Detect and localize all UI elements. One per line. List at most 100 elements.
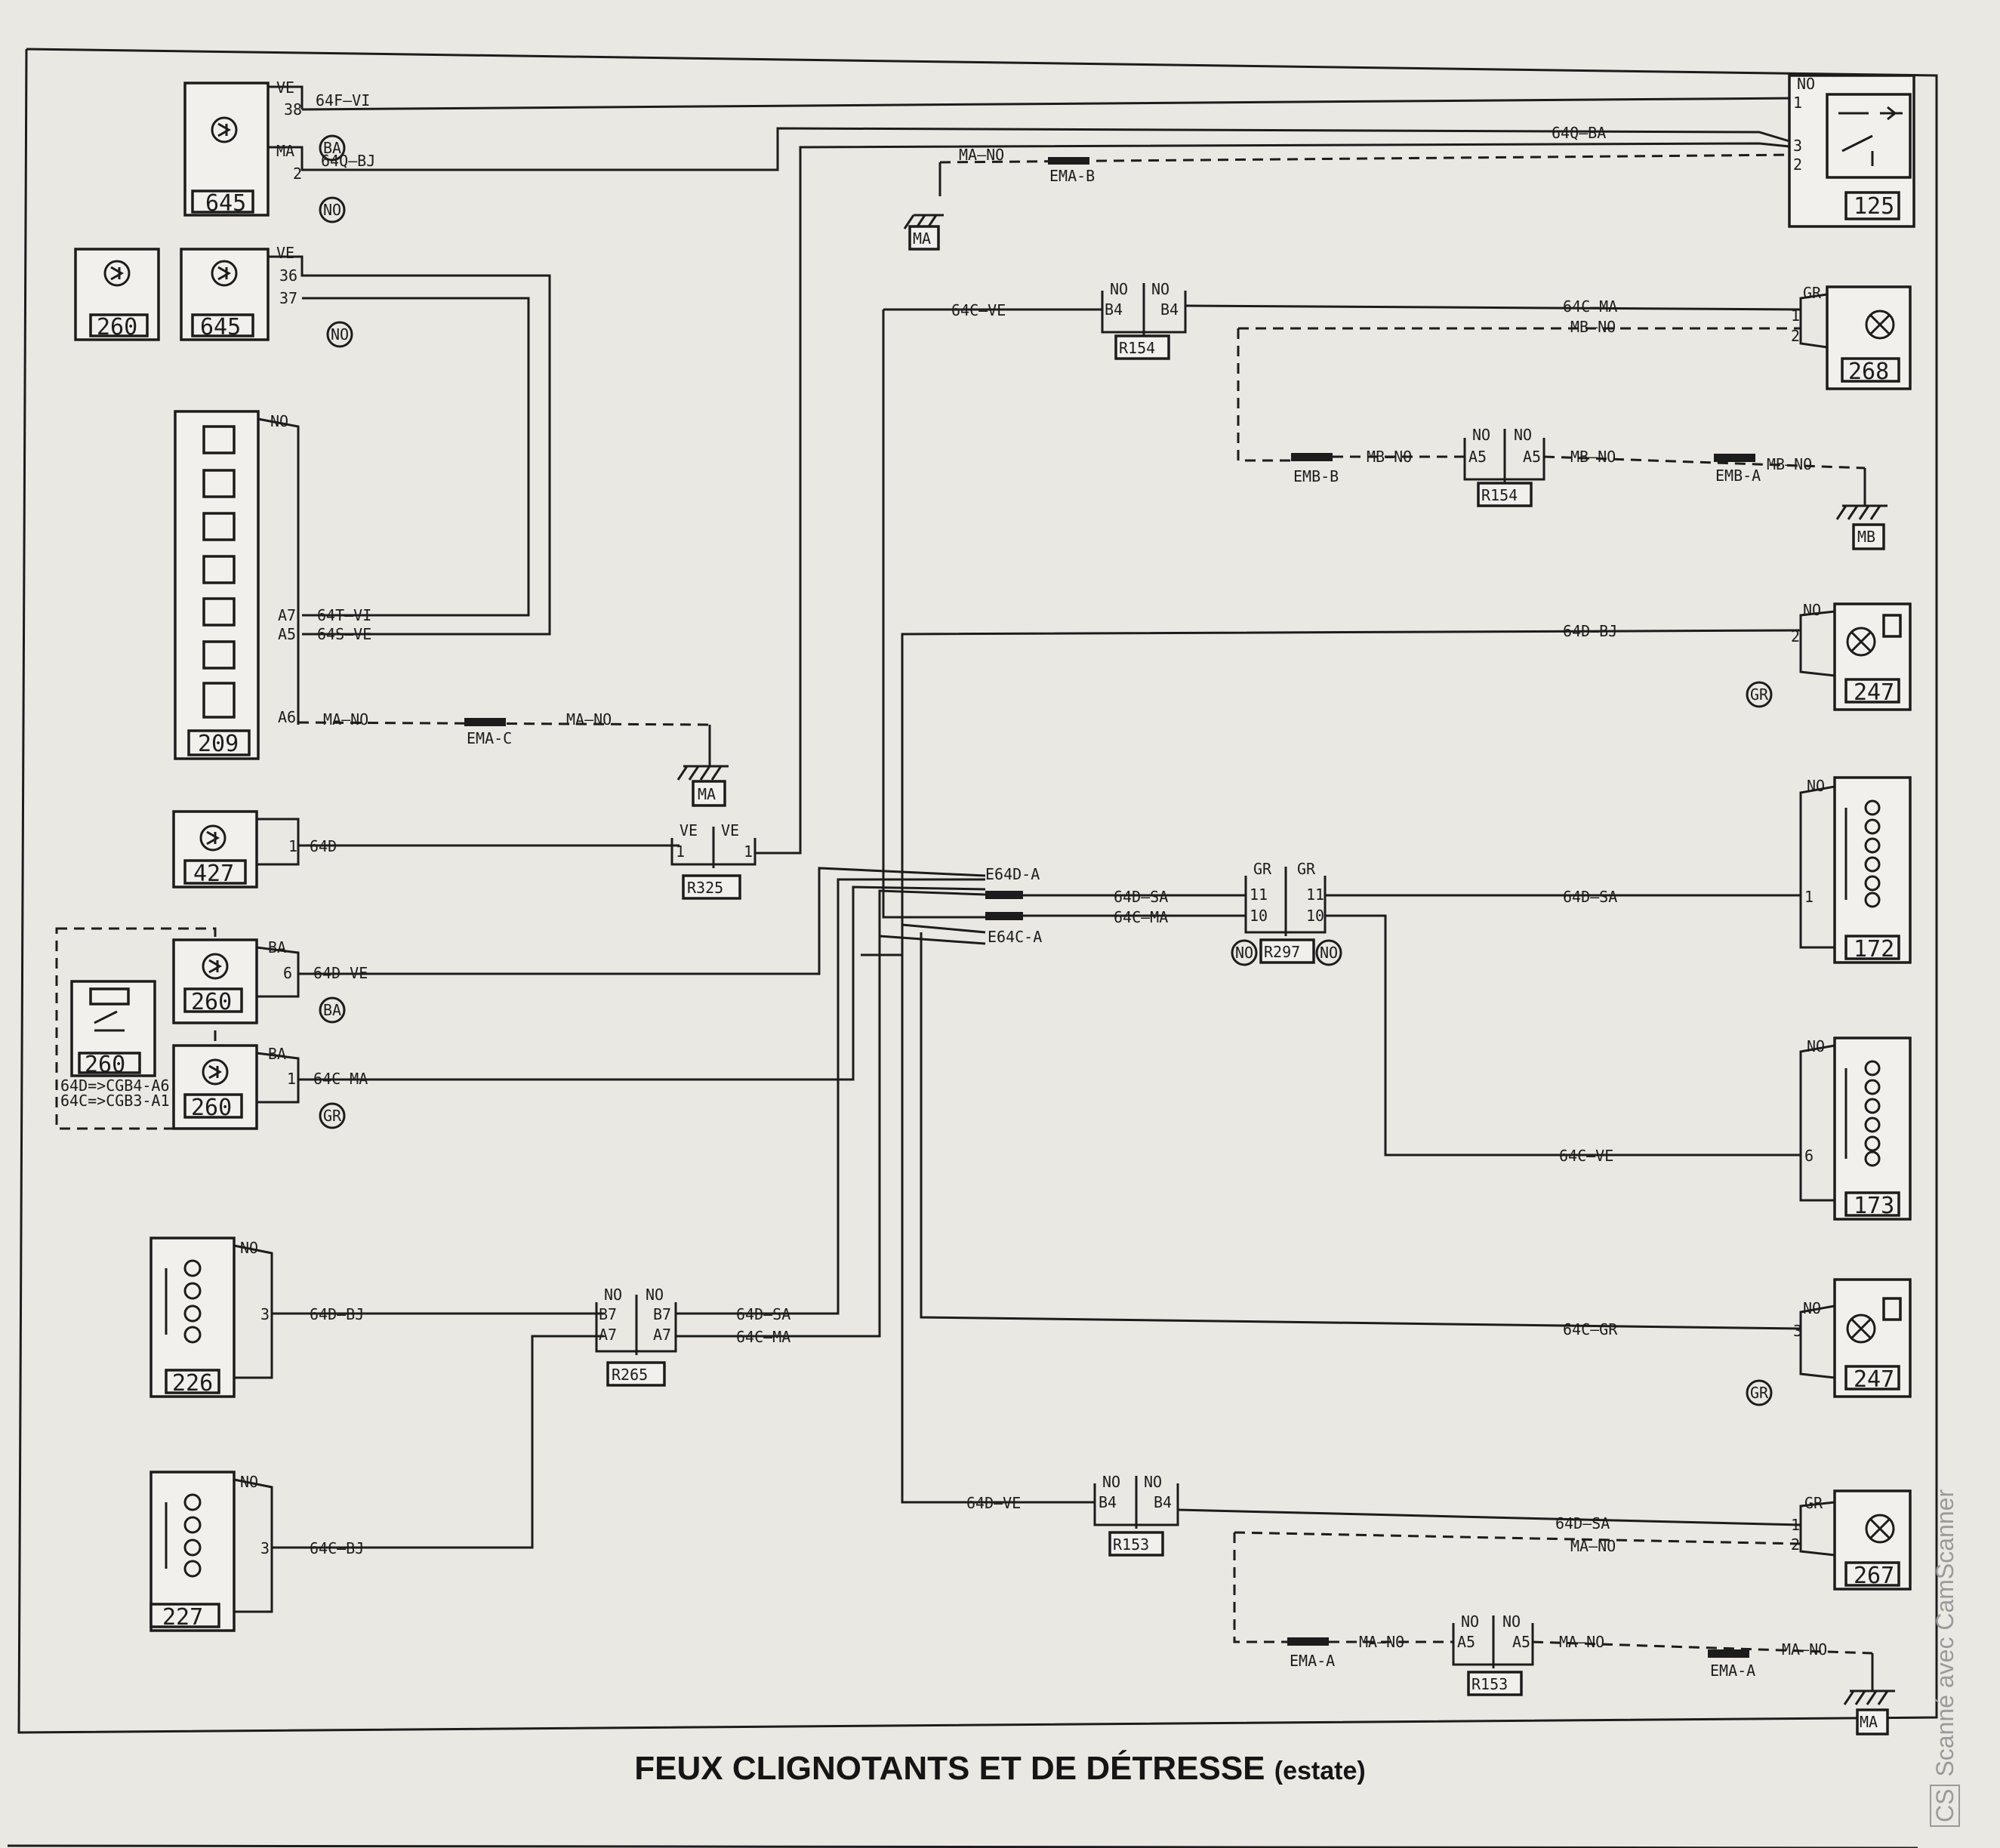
diagram-label: 2 xyxy=(1791,627,1800,645)
diagram-label: MB—NO xyxy=(1767,455,1812,473)
component-125-flasher-unit: 125 xyxy=(1788,74,1915,228)
diagram-label: 6 xyxy=(1804,1147,1814,1165)
diagram-label: 64D—BJ xyxy=(310,1305,364,1323)
diagram-label: MA xyxy=(1860,1713,1878,1731)
diagram-label: NO xyxy=(1461,1612,1479,1631)
diagram-label: MA xyxy=(276,142,294,160)
connector-r154-bottom: R154 xyxy=(1463,429,1545,507)
diagram-label: NO xyxy=(1807,1037,1825,1055)
diagram-label: EMA-B xyxy=(1049,167,1095,185)
diagram-label: MA xyxy=(698,785,716,803)
diagram-label: A5 xyxy=(1512,1633,1530,1651)
diagram-label: MB—NO xyxy=(1367,448,1412,466)
component-645-top: 645 xyxy=(183,82,270,217)
diagram-label: 64S—VE xyxy=(317,625,371,643)
diagram-label: 3 xyxy=(260,1539,270,1557)
title-main: FEUX CLIGNOTANTS ET DE DÉTRESSE xyxy=(634,1750,1265,1787)
diagram-label: NO xyxy=(1502,1612,1521,1631)
diagram-label: A5 xyxy=(1468,448,1487,466)
diagram-label: R153 xyxy=(1113,1535,1149,1554)
diagram-label: NO xyxy=(1320,944,1338,962)
ground-ma-3: MA xyxy=(1843,1653,1895,1736)
diagram-label: NO xyxy=(1803,601,1821,619)
component-173-rear-lamp: 173 xyxy=(1833,1036,1912,1221)
diagram-label: 11 xyxy=(1250,886,1268,904)
diagram-label: NO xyxy=(1472,426,1490,444)
diagram-label: 64T—VI xyxy=(317,606,371,624)
diagram-label: 64Q—BJ xyxy=(321,152,375,170)
diagram-label: VE xyxy=(276,244,294,262)
diagram-label: 37 xyxy=(279,289,297,307)
diagram-label: 125 xyxy=(1854,193,1894,220)
diagram-label: 226 xyxy=(172,1370,213,1397)
diagram-label: R265 xyxy=(612,1366,648,1384)
diagram-label: A5 xyxy=(1523,448,1541,466)
diagram-label: R325 xyxy=(687,879,723,897)
diagram-label: MA—NO xyxy=(1782,1640,1827,1659)
diagram-label: 38 xyxy=(284,100,302,119)
diagram-label: NO xyxy=(1110,280,1128,298)
diagram-label: 64D—SA xyxy=(736,1305,790,1323)
diagram-label: A7 xyxy=(599,1326,617,1344)
diagram-label: EMA-A xyxy=(1290,1652,1335,1670)
diagram-label: 64C—VE xyxy=(951,301,1006,319)
diagram-label: MA—NO xyxy=(1570,1537,1616,1555)
connector-r153-bottom: R153 xyxy=(1452,1615,1534,1696)
diagram-label: 260 xyxy=(85,1052,125,1078)
ground-ma-2: MA xyxy=(676,725,729,807)
diagram-label: E64D-A xyxy=(985,865,1040,883)
diagram-label: 1 xyxy=(1791,306,1800,325)
diagram-label: 227 xyxy=(162,1604,203,1631)
diagram-label: MA—NO xyxy=(959,146,1004,164)
diagram-label: 247 xyxy=(1854,679,1894,706)
diagram-label: GR xyxy=(323,1107,342,1125)
diagram-frame xyxy=(17,48,1938,1734)
diagram-label: MA—NO xyxy=(1359,1633,1404,1651)
diagram-label: 260 xyxy=(97,314,137,340)
diagram-label: MB—NO xyxy=(1570,448,1616,466)
component-260-c: 260 xyxy=(172,1044,258,1130)
diagram-label: MB—NO xyxy=(1570,318,1616,336)
ground-ma-1: MA xyxy=(903,214,944,251)
diagram-label: NO xyxy=(1102,1473,1120,1491)
diagram-label: 1 xyxy=(1791,1516,1800,1534)
diagram-label: NO xyxy=(1514,426,1532,444)
diagram-label: 11 xyxy=(1306,886,1324,904)
diagram-label: MB xyxy=(1857,528,1875,546)
diagram-label: B4 xyxy=(1154,1493,1172,1511)
diagram-label: MA xyxy=(913,229,931,248)
connector-r154-top: R154 xyxy=(1101,283,1187,360)
diagram-label: B7 xyxy=(599,1305,617,1323)
diagram-label: EMA-A xyxy=(1710,1662,1755,1680)
component-209-switch: 209 xyxy=(174,410,260,760)
diagram-label: 1 xyxy=(288,837,297,855)
component-260-internal: 260 xyxy=(70,980,156,1078)
diagram-label: R297 xyxy=(1264,943,1300,961)
component-645-b: 645 xyxy=(180,248,270,341)
scanner-watermark: CSScanné avec CamScanner xyxy=(1930,1489,1960,1827)
diagram-title: FEUX CLIGNOTANTS ET DE DÉTRESSE (estate) xyxy=(0,1750,2000,1788)
diagram-label: 64F—VI xyxy=(316,91,370,109)
diagram-label: GR xyxy=(1253,860,1272,878)
diagram-label: 2 xyxy=(1791,1535,1800,1554)
diagram-label: 173 xyxy=(1854,1193,1894,1219)
diagram-label: 209 xyxy=(198,731,239,757)
diagram-label: 3 xyxy=(1793,1322,1802,1340)
diagram-label: 1 xyxy=(744,842,753,861)
component-226-lamp-cluster: 226 xyxy=(149,1237,236,1398)
diagram-label: GR xyxy=(1750,1384,1769,1402)
diagram-label: MA—NO xyxy=(566,710,612,728)
component-247-top: 247 xyxy=(1833,602,1912,711)
diagram-label: 2 xyxy=(1793,156,1802,174)
diagram-label: GR xyxy=(1803,284,1822,302)
title-sub: (estate) xyxy=(1274,1757,1366,1785)
diagram-label: 1 xyxy=(1804,888,1814,906)
component-172-rear-lamp: 172 xyxy=(1833,776,1912,964)
diagram-label: 645 xyxy=(205,190,246,217)
diagram-label: BA xyxy=(323,1001,341,1019)
diagram-label: BA xyxy=(268,938,286,956)
watermark-text: Scanné avec CamScanner xyxy=(1931,1489,1958,1777)
component-227-lamp-cluster: 227 xyxy=(149,1471,236,1632)
diagram-label: 3 xyxy=(260,1305,270,1323)
